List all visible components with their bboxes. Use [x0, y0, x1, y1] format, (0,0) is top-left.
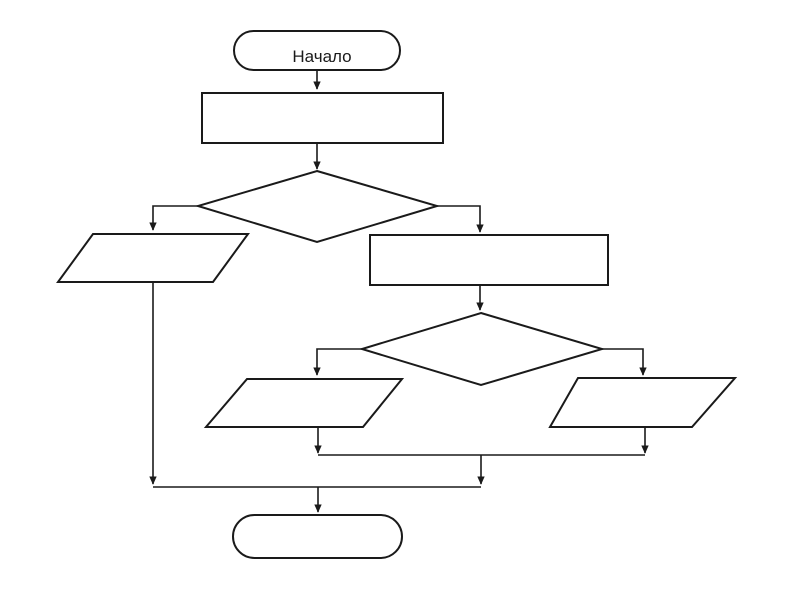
process-box-top: [201, 92, 444, 144]
terminator-start: [233, 30, 401, 71]
process-box-right: [369, 234, 609, 286]
start-label: Начало: [292, 47, 351, 66]
edge-decision-2-to-io-middle: [313, 348, 363, 376]
flow-connectors: [149, 70, 649, 513]
io-parallelogram-left: [56, 233, 250, 283]
edge-decision-1-to-process-right: [437, 205, 484, 233]
io-parallelogram-middle: [203, 378, 405, 428]
io-parallelogram-right: [548, 377, 738, 428]
flow-nodes: [56, 30, 738, 559]
edge-decision-2-to-io-right: [602, 348, 647, 376]
terminator-end: [232, 514, 403, 559]
decision-diamond-2: [358, 311, 606, 387]
flow-labels: Начало: [292, 47, 351, 66]
edge-decision-1-to-io-left: [149, 205, 198, 231]
decision-diamond-1: [194, 169, 441, 244]
